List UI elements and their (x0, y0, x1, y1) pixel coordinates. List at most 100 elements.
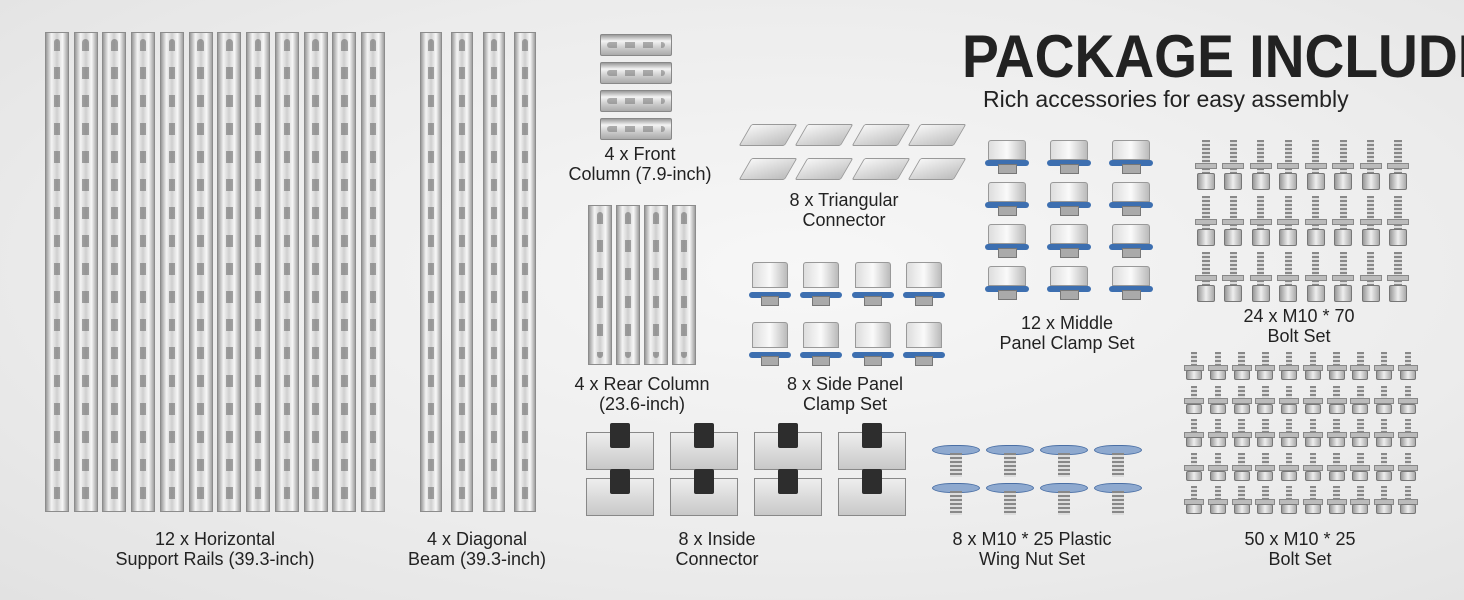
bolt-m10-70-piece (1359, 252, 1382, 302)
rail-piece (332, 32, 357, 512)
middle-panel-clamp-piece (985, 224, 1029, 258)
bolt-m10-25-piece (1374, 385, 1395, 414)
rail-piece (361, 32, 385, 512)
middle-panel-clamp-piece (1047, 266, 1091, 300)
side-panel-clamp-image (749, 262, 945, 366)
bolt-m10-25-piece (1184, 352, 1204, 380)
bolt-m10-25-piece (1231, 486, 1252, 514)
wing-nut-piece (986, 445, 1034, 477)
rear-column-label: 4 x Rear Column(23.6-inch) (574, 374, 710, 414)
bolt-m10-25-piece (1279, 385, 1300, 414)
rail-piece (274, 32, 299, 512)
side-panel-clamp-piece (851, 262, 894, 306)
rail-piece (45, 32, 69, 512)
bolt-m10-25-piece (1279, 452, 1300, 481)
triangular-connector-piece (907, 124, 967, 146)
triangular-connector-piece (851, 158, 911, 180)
front-column-piece (600, 118, 672, 140)
bolt-m10-25-piece (1184, 419, 1204, 447)
bolt-m10-70-piece (1332, 140, 1355, 190)
bolt-m10-25-piece (1302, 352, 1323, 380)
bolt-m10-70-piece (1195, 252, 1217, 302)
bolt-m10-25-piece (1184, 452, 1204, 481)
beam-piece (514, 32, 536, 512)
middle-panel-clamp-piece (985, 266, 1029, 300)
bolt-m10-25-piece (1350, 385, 1371, 414)
rail-piece (246, 32, 271, 512)
bolt-m10-70-piece (1359, 196, 1382, 246)
bolt-m10-70-piece (1387, 140, 1409, 190)
rear-column-image (588, 205, 696, 365)
bolt-m10-25-piece (1374, 452, 1395, 481)
rail-piece (159, 32, 184, 512)
triangular-connector-piece (794, 124, 854, 146)
bolt-m10-70-piece (1222, 196, 1245, 246)
rear-column-piece (644, 205, 668, 365)
rail-piece (217, 32, 242, 512)
bolt-m10-70-piece (1249, 252, 1272, 302)
wing-nut-image (932, 445, 1142, 515)
bolt-m10-25-piece (1350, 486, 1371, 514)
bolt-m10-70-piece (1304, 140, 1327, 190)
wing-nut-piece (1040, 445, 1088, 477)
middle-panel-clamp-image (985, 140, 1153, 300)
inside-connector-piece (838, 469, 906, 516)
rail-piece (131, 32, 156, 512)
rail-piece (102, 32, 127, 512)
bolt-m10-70-piece (1249, 140, 1272, 190)
middle-panel-clamp-piece (1047, 224, 1091, 258)
wing-nut-piece (1040, 483, 1088, 515)
bolt-m10-70-piece (1277, 140, 1300, 190)
wing-nut-piece (932, 483, 980, 515)
front-column-piece (600, 62, 672, 84)
bolt-m10-25-piece (1398, 419, 1418, 447)
bolt-m10-25-piece (1231, 352, 1252, 380)
bolt-m10-70-piece (1332, 252, 1355, 302)
page-title: PACKAGE INCLUDE (962, 23, 1464, 90)
side-panel-clamp-piece (903, 322, 945, 366)
bolt-m10-25-piece (1207, 419, 1228, 447)
diagonal-beam-image (420, 32, 536, 512)
bolt-m10-25-piece (1326, 352, 1347, 380)
inside-connector-piece (838, 423, 906, 470)
bolt-m10-25-piece (1350, 352, 1371, 380)
beam-piece (451, 32, 474, 512)
middle-panel-clamp-piece (985, 182, 1029, 216)
bolt-m10-25-piece (1374, 486, 1395, 514)
side-panel-clamp-piece (749, 322, 791, 366)
bolt-m10-25-piece (1350, 419, 1371, 447)
front-column-image (600, 34, 672, 140)
side-panel-clamp-piece (800, 262, 843, 306)
bolt-m10-25-piece (1398, 452, 1418, 481)
rail-piece (188, 32, 213, 512)
bolt-m10-25-piece (1255, 486, 1276, 514)
middle-panel-clamp-piece (1109, 224, 1153, 258)
triangular-connector-piece (794, 158, 854, 180)
bolt-m10-25-piece (1302, 486, 1323, 514)
bolt-m10-25-piece (1207, 385, 1228, 414)
side-panel-clamp-piece (749, 262, 791, 306)
bolt-m10-25-piece (1207, 352, 1228, 380)
side-panel-clamp-piece (851, 322, 894, 366)
inside-connector-piece (670, 423, 738, 470)
bolt-m10-25-piece (1279, 419, 1300, 447)
bolt-m10-70-image (1195, 140, 1409, 302)
beam-piece (482, 32, 505, 512)
bolt-m10-25-piece (1231, 452, 1252, 481)
bolt-m10-70-piece (1304, 196, 1327, 246)
bolt-m10-25-piece (1326, 486, 1347, 514)
beam-piece (420, 32, 442, 512)
bolt-m10-70-piece (1277, 196, 1300, 246)
bolt-m10-25-piece (1374, 352, 1395, 380)
bolt-m10-25-piece (1279, 352, 1300, 380)
front-column-piece (600, 34, 672, 56)
rear-column-piece (588, 205, 612, 365)
middle-panel-clamp-piece (1109, 140, 1153, 174)
middle-panel-clamp-piece (1047, 182, 1091, 216)
